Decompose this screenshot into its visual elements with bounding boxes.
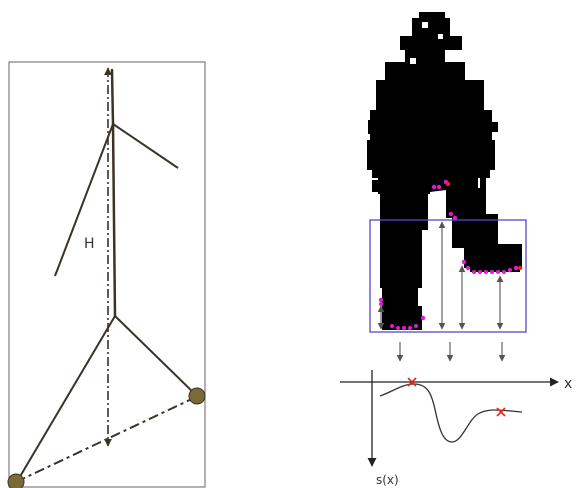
silhouette-panel: x s(x)	[340, 12, 572, 487]
height-label: H	[84, 236, 95, 252]
red-marker	[445, 181, 451, 187]
y-axis-label: s(x)	[376, 473, 399, 487]
right-leg	[114, 315, 197, 396]
torso-line	[110, 68, 117, 318]
legs-bounding-box	[369, 219, 527, 333]
silhouette	[367, 12, 522, 330]
left-leg	[14, 315, 116, 486]
cross-marker	[496, 407, 506, 417]
red-marker	[517, 265, 523, 271]
silhouette-highlight	[422, 22, 428, 28]
stick-figure-panel: H	[7, 61, 206, 488]
silhouette-highlight	[438, 34, 443, 39]
cross-marker	[407, 377, 417, 387]
contour-markers	[378, 179, 519, 330]
silhouette-highlight	[410, 58, 416, 64]
right-foot-joint	[188, 387, 206, 405]
left-arm	[54, 123, 114, 277]
projection-arrows	[396, 342, 506, 362]
sx-curve	[379, 383, 523, 443]
ground-line	[15, 396, 197, 483]
distance-arrows	[377, 221, 504, 330]
right-arm	[112, 123, 179, 169]
x-axis-label: x	[564, 376, 572, 392]
left-foot-joint	[7, 473, 25, 488]
panel-frame	[8, 61, 206, 488]
